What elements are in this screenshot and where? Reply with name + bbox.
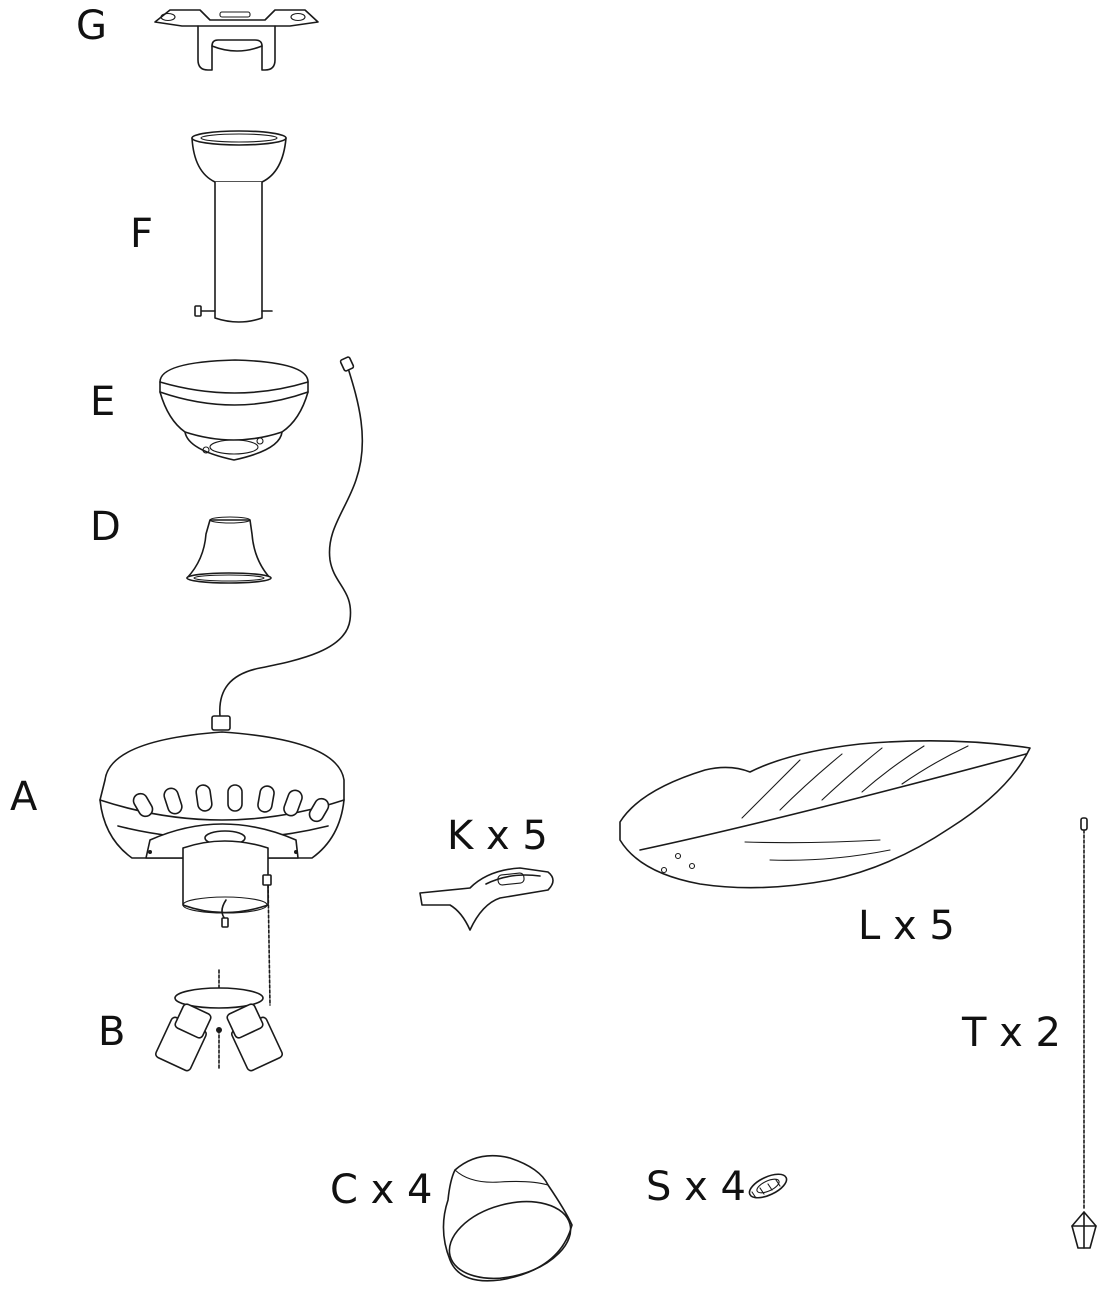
label-c: C x 4	[330, 1167, 433, 1213]
light-kit-b	[154, 969, 284, 1072]
label-b: B	[98, 1009, 126, 1055]
light-socket-right	[226, 1003, 284, 1072]
label-a: A	[10, 774, 38, 820]
mounting-bracket-g	[154, 9, 319, 71]
label-s: S x 4	[646, 1164, 746, 1210]
label-k: K x 5	[447, 813, 548, 859]
leaf-blade-l	[619, 740, 1031, 889]
canopy-e	[159, 359, 309, 461]
vent-slots	[132, 784, 330, 823]
downrod-f	[191, 130, 287, 323]
label-l: L x 5	[858, 903, 955, 949]
label-d: D	[90, 504, 121, 550]
light-socket-left	[154, 1003, 212, 1072]
lead-wire	[219, 356, 364, 717]
coupling-cover-d	[186, 516, 272, 584]
nut-s	[748, 1173, 788, 1199]
label-g: G	[76, 3, 107, 49]
blade-arm-k	[419, 867, 554, 931]
glass-shade-c	[442, 1154, 573, 1282]
pull-chain-t	[1071, 817, 1097, 1249]
label-e: E	[90, 379, 116, 425]
motor-housing-a	[99, 715, 345, 1006]
label-t: T x 2	[962, 1010, 1061, 1056]
label-f: F	[130, 211, 154, 257]
